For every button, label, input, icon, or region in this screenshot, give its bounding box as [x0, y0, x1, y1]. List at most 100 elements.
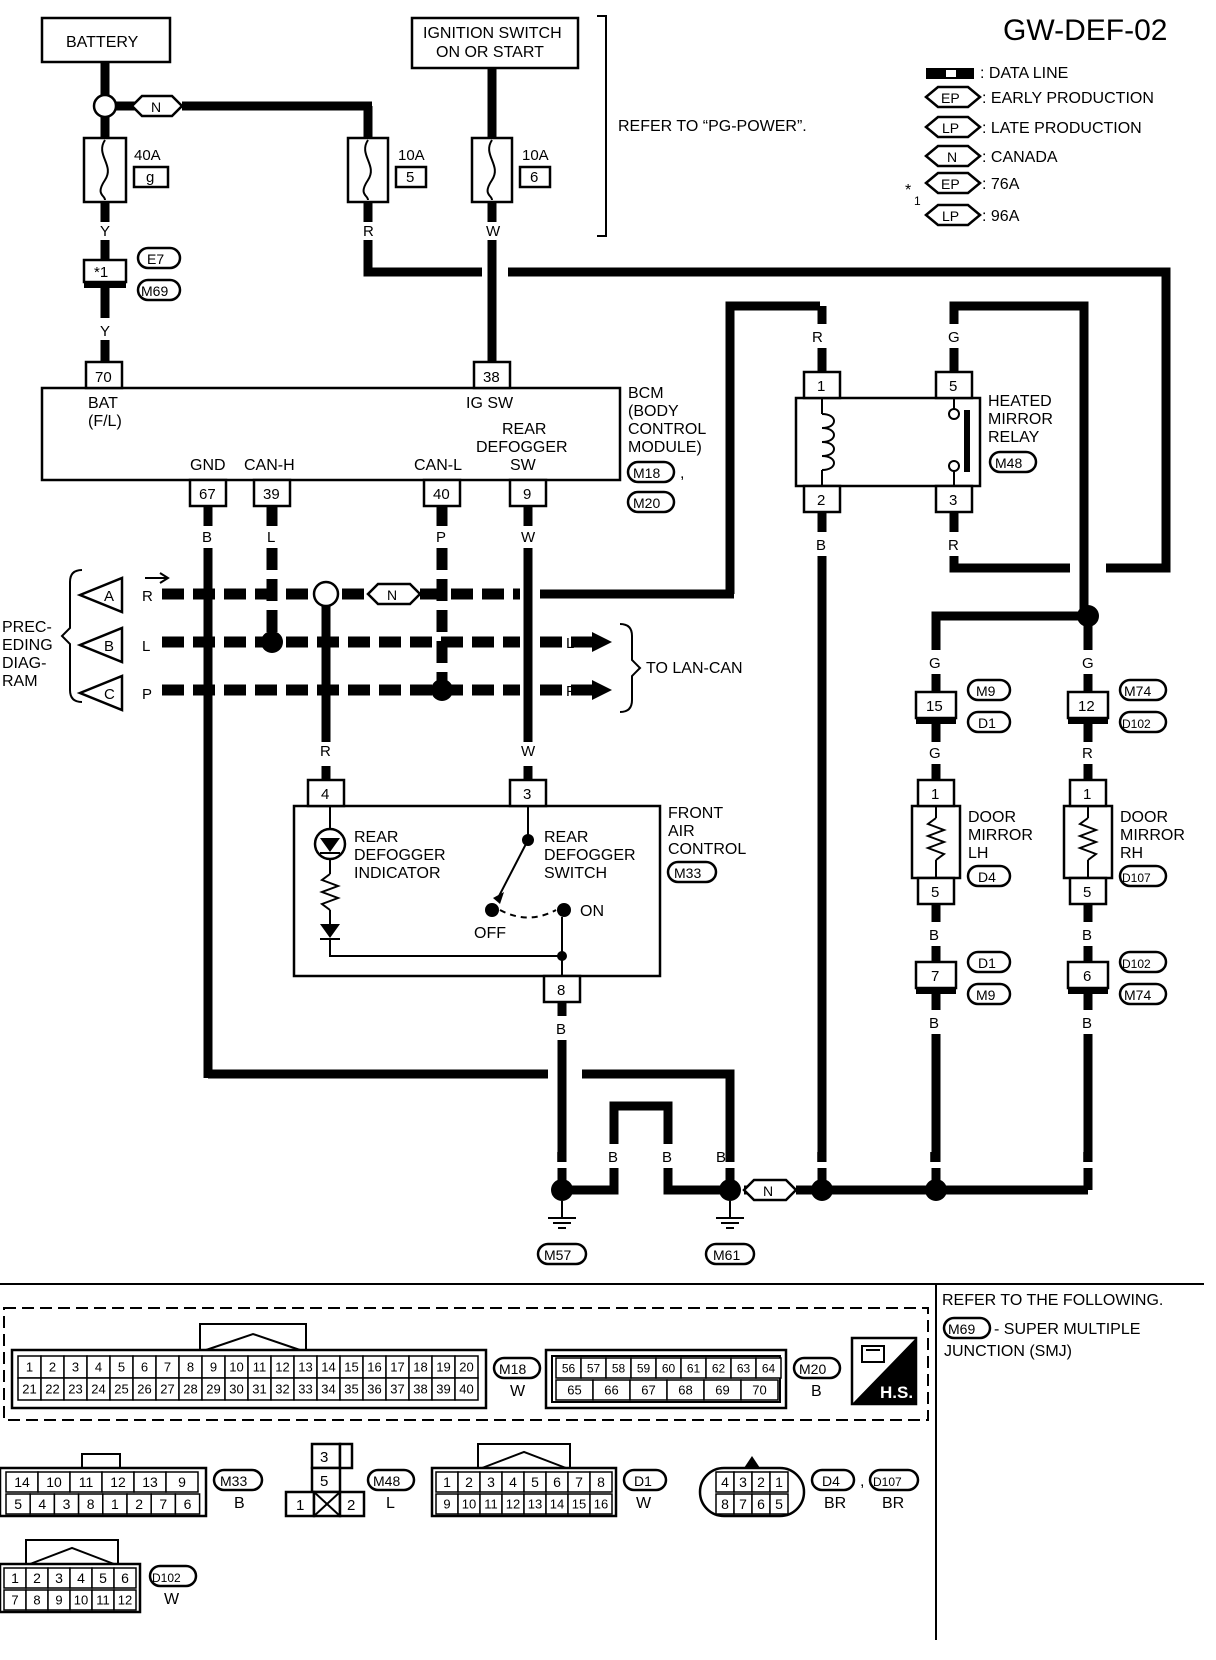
m18-pin-22: 22 [45, 1382, 59, 1397]
m20-pin-58: 58 [612, 1361, 626, 1375]
ground-symbol-m61 [716, 1201, 744, 1229]
svg-text:39: 39 [263, 486, 280, 503]
mirror-rh-name-2: MIRROR [1120, 827, 1185, 844]
diagram-title: GW-DEF-02 [1003, 14, 1167, 47]
svg-text:40: 40 [433, 486, 450, 503]
ground-node-2 [719, 1179, 741, 1201]
m18-pin-6: 6 [141, 1360, 148, 1375]
connector-d102-color: W [164, 1591, 180, 1608]
connector-m48-color: L [386, 1495, 395, 1512]
bcm-rd-label-3: SW [510, 457, 537, 474]
bcm-canl-label: CAN-L [414, 457, 462, 474]
d4-pin-6: 6 [757, 1496, 765, 1512]
wire-color-r-rh: R [1082, 745, 1093, 762]
arrow-c [76, 674, 124, 712]
d1-pin-1: 1 [443, 1474, 451, 1490]
d102-pin-4: 4 [77, 1570, 85, 1586]
m20-pin-66: 66 [604, 1383, 618, 1398]
switch-label-2: DEFOGGER [544, 847, 636, 864]
connector-dashed-frame [3, 1307, 929, 1421]
d1-cell-box [589, 1471, 613, 1493]
junction-conn-e7 [136, 246, 182, 270]
m48-cell-2: 2 [347, 1497, 355, 1514]
svg-text:1: 1 [1083, 786, 1091, 803]
wire-color-b-gnd: B [202, 529, 212, 546]
connector-d107-name-label: D107 [873, 1475, 902, 1489]
d1-pin-16: 16 [594, 1497, 608, 1512]
connector-d1-name-label: D1 [634, 1473, 652, 1489]
ground-conn-m61-label: M61 [713, 1247, 740, 1263]
switch-label-3: SWITCH [544, 865, 607, 882]
preceding-label-2: EDING [2, 637, 53, 654]
d102-pin-11: 11 [96, 1593, 110, 1608]
bcm-conn-m20-label: M20 [633, 495, 660, 511]
connector-d4-color: BR [824, 1495, 846, 1512]
legend-n-text: : CANADA [982, 149, 1058, 166]
svg-text:3: 3 [523, 786, 531, 803]
svg-text:8: 8 [557, 982, 565, 999]
junction-conn-e7-label: E7 [147, 251, 164, 267]
fac-name-2: AIR [668, 823, 695, 840]
wire-color-b-lh-2: B [929, 1015, 939, 1032]
hs-badge-label: H.S. [880, 1383, 913, 1402]
m18-pin-10: 10 [229, 1360, 243, 1375]
m20-pin-70: 70 [752, 1383, 766, 1398]
mirror-rh-heater-icon [1077, 817, 1099, 861]
m20-pin-64: 64 [762, 1361, 776, 1375]
svg-text:12: 12 [1078, 698, 1095, 715]
wire-color-b-g5: B [816, 1149, 826, 1166]
m20-pin-61: 61 [687, 1361, 701, 1375]
ignition-box [410, 16, 580, 70]
lh-conn-d1-b [966, 950, 1012, 974]
m18-pin-37: 37 [390, 1382, 404, 1397]
battery-label: BATTERY [66, 34, 139, 51]
legend-ep76-badge: EP [941, 176, 960, 192]
bcm-name-4: MODULE) [628, 439, 702, 456]
wire-color-r-relay: R [812, 329, 823, 346]
d1-pin-5: 5 [531, 1474, 539, 1490]
rh-conn-d102 [1118, 710, 1168, 734]
m20-pin-68: 68 [678, 1383, 692, 1398]
d102-pin-9: 9 [55, 1593, 62, 1608]
ground-node-3 [811, 1179, 833, 1201]
m18-pin-15: 15 [344, 1360, 358, 1375]
d1-pin-11: 11 [484, 1497, 498, 1512]
hs-badge: H.S. [850, 1336, 918, 1406]
m20-pin-57: 57 [587, 1361, 601, 1375]
bcm-conn-m18-label: M18 [633, 465, 660, 481]
direction-arrow [145, 572, 170, 584]
bcm-pin-40: 40 [422, 478, 462, 508]
bcm-gnd-label: GND [190, 457, 226, 474]
m18-pin-20: 20 [459, 1360, 473, 1375]
m48-cell-3: 3 [320, 1449, 328, 1466]
svg-text:1: 1 [817, 378, 825, 395]
fac-pin-3: 3 [508, 778, 548, 808]
d4-pin-4: 4 [721, 1474, 729, 1490]
d102-pin-6: 6 [121, 1570, 129, 1586]
m18-pin-11: 11 [253, 1360, 267, 1375]
fuse-10a-5-id: 5 [406, 169, 414, 186]
m20-pin-65: 65 [567, 1383, 581, 1398]
node-b [261, 631, 283, 653]
wire-color-l-b: L [142, 638, 150, 655]
arrow-a [76, 576, 124, 614]
relay-coil-icon [821, 413, 835, 471]
wire-color-p-canl: P [436, 529, 446, 546]
m20-cell-box [755, 1357, 782, 1379]
connector-m20-name-label: M20 [799, 1361, 826, 1377]
svg-text:1: 1 [931, 786, 939, 803]
m18-pin-5: 5 [118, 1360, 125, 1375]
m18-pin-28: 28 [183, 1382, 197, 1397]
m18-pin-7: 7 [164, 1360, 171, 1375]
junction-label: *1 [94, 264, 108, 281]
fac-conn-m33 [666, 860, 718, 884]
lh-conn-m9-label: M9 [976, 683, 996, 699]
d102-pin-7: 7 [11, 1593, 18, 1608]
m20-pin-60: 60 [662, 1361, 676, 1375]
d102-cell-box [113, 1589, 137, 1611]
preceding-bracket [60, 569, 83, 703]
fac-name-1: FRONT [668, 805, 723, 822]
m48-cell-5: 5 [320, 1473, 328, 1490]
ground-node-4 [925, 1179, 947, 1201]
connector-m48-face: 3 5 1 2 [284, 1442, 366, 1518]
